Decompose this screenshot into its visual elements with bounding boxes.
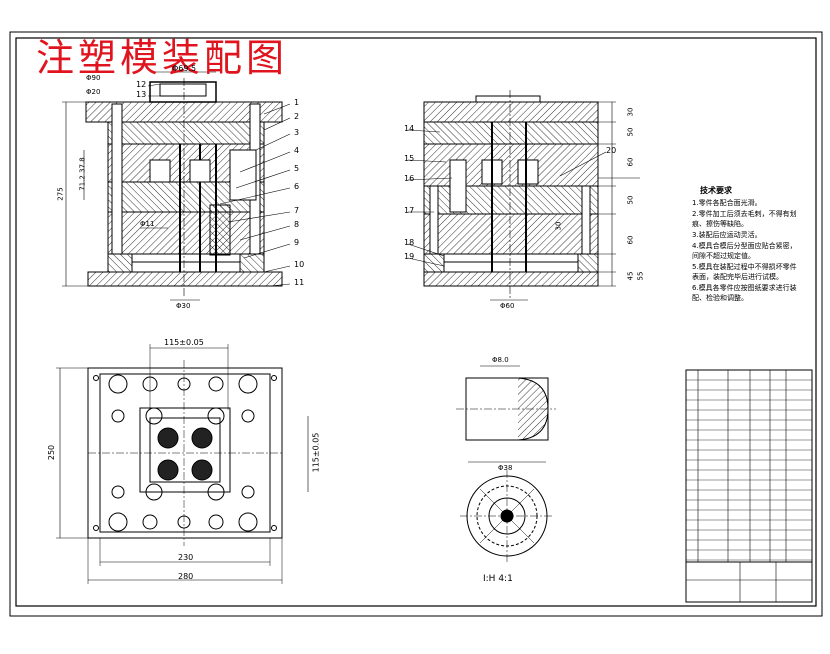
detail-scale-note: I:H 4:1 (483, 574, 513, 584)
tech-requirements-heading: 技术要求 (700, 186, 732, 195)
front-section-view (62, 71, 291, 301)
callout-number: 10 (294, 260, 305, 269)
callout-number: 19 (404, 252, 415, 261)
callout-number: 15 (404, 154, 415, 163)
sheet-border (9, 31, 823, 617)
tech-item: 6.模具各零件应按图纸要求进行装配、检验和调整。 (692, 284, 797, 302)
callout-number: 3 (294, 128, 300, 137)
technical-requirements: 技术要求 1.零件各配合面光滑。 2.零件加工后须去毛刺，不得有划痕、擦伤等缺陷… (692, 186, 798, 304)
callout-number: 7 (294, 206, 300, 215)
plan-view (56, 344, 309, 584)
callout-number: 1 (294, 98, 300, 107)
callout-number: 17 (404, 206, 415, 215)
callout-number: 8 (294, 220, 300, 229)
callout-number: 4 (294, 146, 300, 155)
part-detail-view (456, 365, 556, 562)
callout-number: 5 (294, 164, 300, 173)
tech-item: 1.零件各配合面光滑。 (692, 199, 762, 207)
callout-number: 16 (404, 174, 415, 183)
callout-number: 2 (294, 112, 300, 121)
tech-item: 2.零件加工后须去毛刺，不得有划痕、擦伤等缺陷。 (692, 210, 797, 228)
callout-number: 20 (606, 146, 617, 155)
callout-number: 13 (136, 90, 147, 99)
tech-item: 4.模具合模后分型面应贴合紧密，间隙不超过规定值。 (692, 242, 797, 260)
tech-item: 3.装配后应运动灵活。 (692, 231, 762, 239)
callout-number: 6 (294, 182, 300, 191)
tech-item: 5.模具在装配过程中不得损坏零件表面，装配完毕后进行试模。 (692, 263, 797, 281)
callout-number: 14 (404, 124, 415, 133)
inner-border (15, 37, 817, 607)
callout-number: 9 (294, 238, 300, 247)
callout-number: 11 (294, 278, 305, 287)
callout-number: 12 (136, 80, 147, 89)
callout-number: 18 (404, 238, 415, 247)
parts-list-rows (686, 379, 812, 561)
drawing-title: 注塑模装配图 (36, 36, 289, 80)
parts-list-table (685, 369, 813, 603)
side-section-view (407, 90, 640, 301)
